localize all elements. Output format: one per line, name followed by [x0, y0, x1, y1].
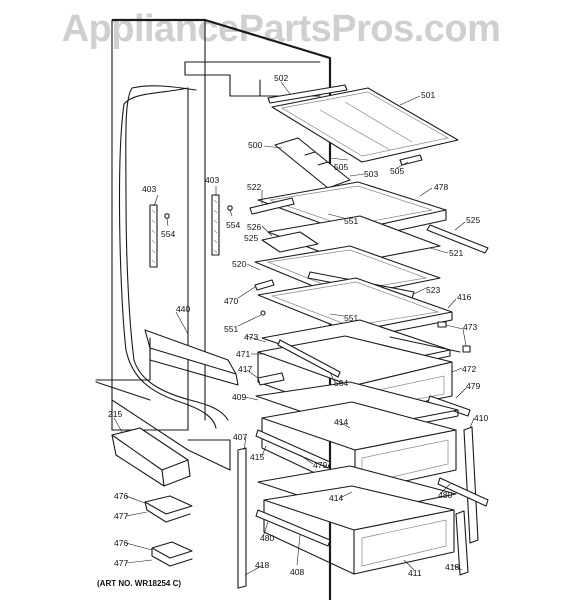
label-505-a: 505 — [334, 162, 348, 172]
art-number: (ART NO. WR18254 C) — [97, 579, 182, 588]
label-403-a: 403 — [142, 184, 156, 194]
label-476-b: 476 — [114, 538, 128, 548]
clip-505 — [399, 154, 423, 166]
label-477-b: 477 — [114, 558, 128, 568]
label-473-b: 473 — [244, 332, 258, 342]
screw-554-right — [227, 205, 233, 211]
slide-479-upper — [427, 395, 471, 417]
rail-417 — [257, 372, 285, 386]
gasket — [118, 85, 229, 429]
label-440: 440 — [176, 304, 190, 314]
tray-476-477-upper — [144, 495, 193, 523]
door-bin-215 — [111, 427, 191, 487]
leader-lines — [113, 81, 475, 576]
label-476-a: 476 — [114, 491, 128, 501]
trim-504 — [277, 339, 341, 378]
bracket-418 — [455, 510, 469, 576]
glass-shelf-501 — [271, 87, 459, 163]
label-480-b: 480 — [260, 533, 274, 543]
label-408: 408 — [290, 567, 304, 577]
label-526: 526 — [247, 222, 261, 232]
label-414-b: 414 — [329, 493, 343, 503]
label-523: 523 — [426, 285, 440, 295]
cover-440 — [144, 329, 239, 386]
screw-551 — [260, 310, 266, 316]
shelf-rail-left — [149, 204, 158, 268]
label-410: 410 — [474, 413, 488, 423]
label-480-a: 480 — [438, 490, 452, 500]
label-416: 416 — [457, 292, 471, 302]
label-505-b: 505 — [390, 166, 404, 176]
drawer-411 — [263, 485, 455, 575]
label-477-a: 477 — [114, 511, 128, 521]
label-409: 409 — [232, 392, 246, 402]
label-478: 478 — [434, 182, 448, 192]
label-503: 503 — [364, 169, 378, 179]
label-418-a: 418 — [255, 560, 269, 570]
callout-labels: 502 501 500 505 503 505 478 522 551 403 … — [108, 73, 488, 578]
label-415: 415 — [250, 452, 264, 462]
rail-525-right — [426, 224, 489, 254]
shelf-rail-right — [211, 194, 220, 256]
label-414-a: 414 — [334, 417, 348, 427]
label-479-b: 479 — [313, 460, 327, 470]
label-411: 411 — [408, 568, 422, 578]
trim-502 — [267, 84, 348, 104]
label-418-b: 418 — [445, 562, 459, 572]
rail-407 — [237, 447, 247, 589]
label-551-b: 551 — [344, 313, 358, 323]
label-551-c: 551 — [224, 324, 238, 334]
label-504: 504 — [334, 378, 348, 388]
screw-554-left — [164, 213, 170, 219]
slide-480-left — [255, 509, 331, 547]
label-472: 472 — [462, 364, 476, 374]
label-215: 215 — [108, 409, 122, 419]
label-554-b: 554 — [226, 220, 240, 230]
slide-479-lower — [255, 429, 331, 469]
label-522: 522 — [247, 182, 261, 192]
label-525-b: 525 — [244, 233, 258, 243]
bracket-500 — [274, 137, 351, 189]
label-554-a: 554 — [161, 229, 175, 239]
trim-522 — [249, 197, 295, 215]
label-479-a: 479 — [466, 381, 480, 391]
label-501: 501 — [421, 90, 435, 100]
clip-473 — [437, 321, 471, 353]
frame-525 — [261, 231, 319, 253]
label-403-b: 403 — [205, 175, 219, 185]
label-471: 471 — [236, 349, 250, 359]
label-502: 502 — [274, 73, 288, 83]
label-551-a: 551 — [344, 216, 358, 226]
tray-476-477-lower — [151, 541, 193, 567]
label-407: 407 — [233, 432, 247, 442]
label-521: 521 — [449, 248, 463, 258]
label-525-a: 525 — [466, 215, 480, 225]
slide-480-right — [437, 477, 489, 507]
label-520: 520 — [232, 259, 246, 269]
label-473-a: 473 — [463, 322, 477, 332]
label-470: 470 — [224, 296, 238, 306]
bracket-410 — [463, 426, 479, 544]
label-417: 417 — [238, 364, 252, 374]
label-500: 500 — [248, 140, 262, 150]
clip-470 — [254, 279, 275, 291]
